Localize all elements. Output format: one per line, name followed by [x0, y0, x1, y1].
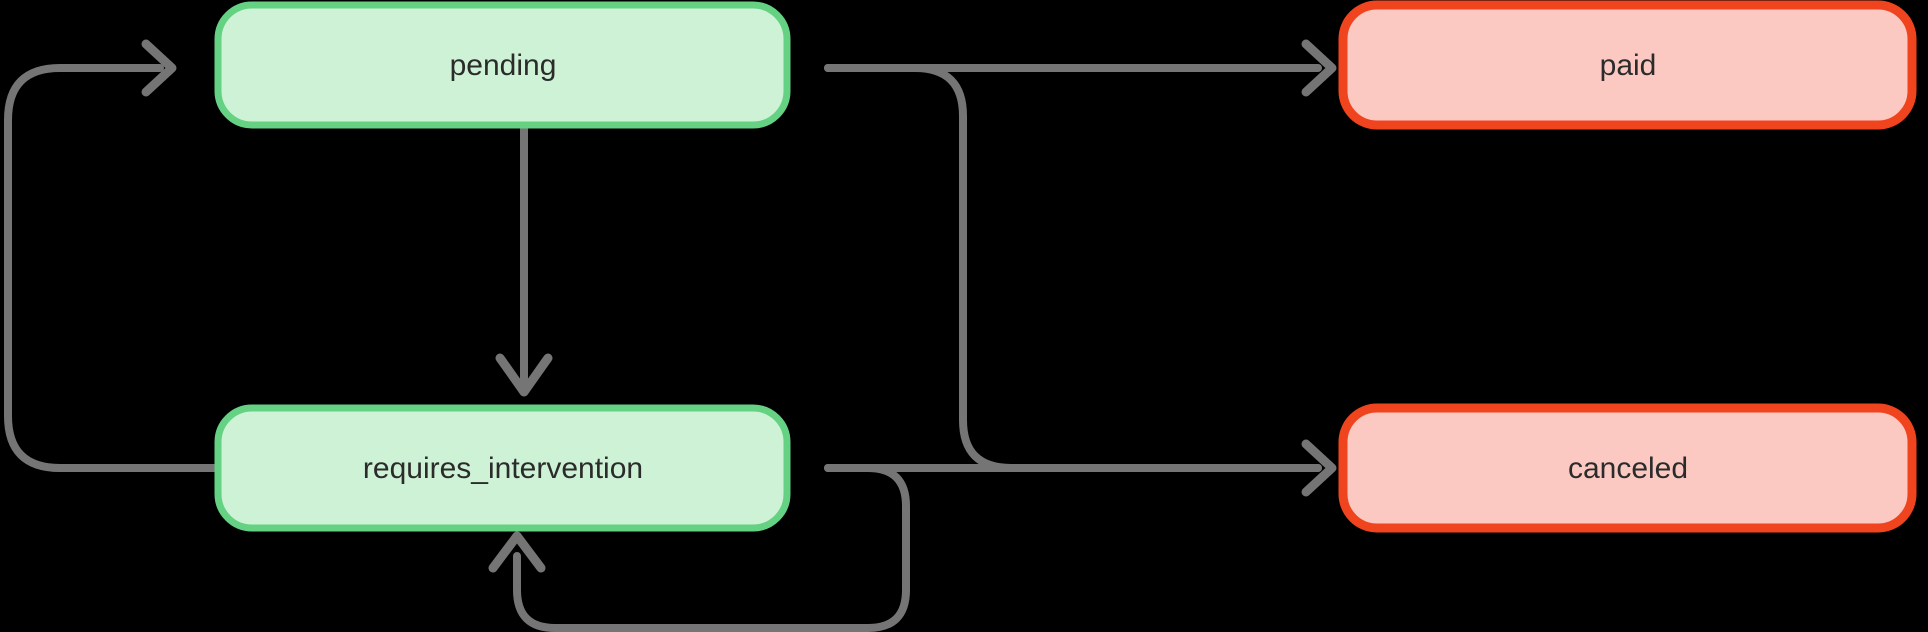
edge-pending-to-canceled[interactable] — [824, 64, 1322, 472]
edge-layer — [4, 39, 1337, 632]
edge-pending-to-requires-intervention[interactable] — [495, 124, 553, 397]
edge-requires-intervention-to-pending[interactable] — [4, 39, 219, 472]
arrowhead-into-pending — [141, 39, 177, 97]
edge-path-ri-to-pending — [4, 64, 219, 472]
edge-path-pending-to-canceled — [824, 64, 1322, 472]
node-requires-intervention[interactable]: requires_intervention — [214, 404, 791, 532]
node-pending-shape — [214, 1, 791, 129]
edge-requires-intervention-to-canceled[interactable] — [824, 439, 1337, 497]
node-paid[interactable]: paid — [1338, 0, 1917, 130]
node-paid-shape — [1338, 0, 1917, 130]
arrowhead-into-paid — [1301, 39, 1337, 97]
node-pending[interactable]: pending — [214, 1, 791, 129]
node-layer: pending requires_intervention paid cance… — [214, 0, 1917, 533]
node-canceled-shape — [1338, 403, 1917, 533]
node-canceled[interactable]: canceled — [1338, 403, 1917, 533]
node-requires-intervention-shape — [214, 404, 791, 532]
arrowhead-self-loop-into-requires-intervention — [488, 531, 546, 573]
edge-requires-intervention-self-loop[interactable] — [488, 464, 910, 632]
arrowhead-into-requires-intervention — [495, 353, 553, 397]
edge-path-ri-self-loop — [513, 464, 910, 632]
arrowhead-into-canceled — [1301, 439, 1337, 497]
